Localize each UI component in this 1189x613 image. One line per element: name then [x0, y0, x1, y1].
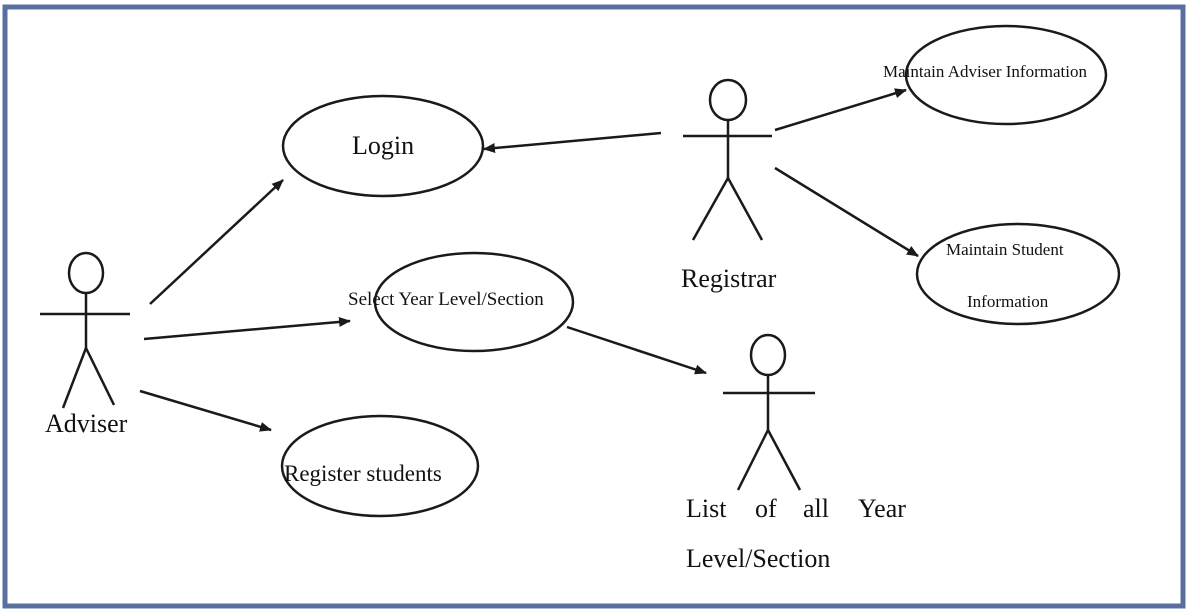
login-use-case: [281, 94, 485, 198]
adviser-to-register-arrow: [139, 389, 272, 432]
diagram-frame: [2, 4, 1186, 609]
registrar-right-leg: [726, 177, 764, 241]
adviser-right-leg: [84, 347, 116, 406]
registrar-to-maintain-student-arrow: [774, 166, 919, 258]
maintain-adviser-label: Maintain Adviser Information: [883, 62, 1087, 81]
list-actor-right-leg: [766, 429, 802, 491]
list-actor-label-word-4: Year: [858, 494, 906, 523]
maintain-adviser-use-case: [904, 24, 1108, 126]
list-actor-left-leg: [736, 429, 770, 491]
maintain-student-use-case: [915, 222, 1121, 326]
register-students-label: Register students: [284, 461, 442, 486]
registrar-label: Registrar: [681, 264, 777, 293]
adviser-to-login-arrow: [149, 179, 284, 305]
select-year-level-label: Select Year Level/Section: [348, 289, 544, 310]
adviser-head: [67, 251, 105, 295]
list-actor-label-word-3: all: [803, 494, 829, 523]
login-label: Login: [352, 131, 415, 160]
maintain-student-label-line-1: Maintain Student: [946, 240, 1064, 259]
adviser-left-leg: [61, 347, 88, 409]
list-actor-label-line-2: Level/Section: [686, 544, 831, 573]
list-actor-label-word-1: List: [686, 494, 727, 523]
register-students-use-case: [280, 414, 480, 518]
registrar-head: [708, 78, 748, 122]
adviser-to-select-year-arrow: [143, 316, 351, 341]
registrar-to-login-arrow: [483, 131, 662, 153]
select-year-level-use-case: [373, 251, 575, 353]
list-actor-label-word-2: of: [755, 494, 777, 523]
registrar-to-maintain-adviser-arrow: [774, 88, 907, 132]
maintain-student-label-line-2: Information: [967, 292, 1049, 311]
registrar-actor: [683, 78, 772, 241]
adviser-actor: [40, 251, 130, 409]
list-actor-head: [749, 333, 787, 377]
registrar-left-leg: [691, 177, 730, 241]
adviser-label: Adviser: [45, 409, 128, 438]
select-year-to-list-arrow: [566, 325, 707, 375]
list-actor: [723, 333, 815, 491]
